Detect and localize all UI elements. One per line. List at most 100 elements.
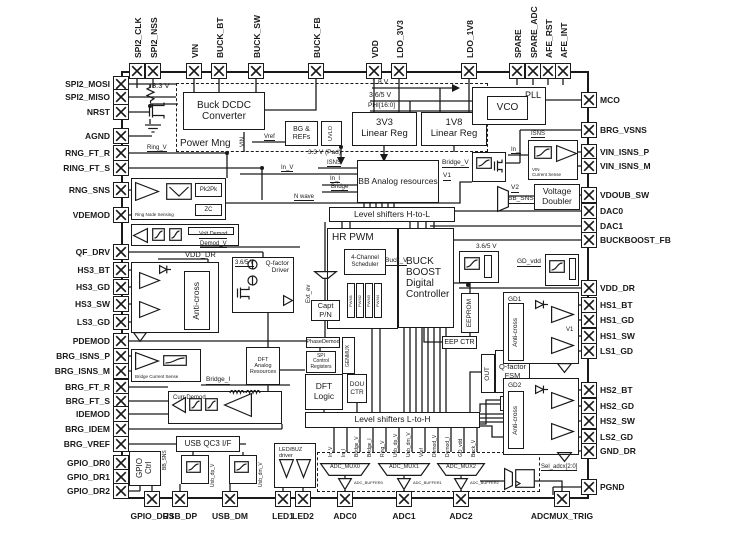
pad-label-LS2_GD: LS2_GD bbox=[600, 432, 634, 442]
pad-RNG_FT_R bbox=[113, 145, 129, 161]
pad-label-GPIO_DR2: GPIO_DR2 bbox=[67, 486, 110, 496]
pad-label-HS1_BT: HS1_BT bbox=[600, 300, 633, 310]
label-bus-demod-v: Demod_V bbox=[432, 434, 438, 457]
pad-DAC1 bbox=[581, 218, 597, 234]
pad-label-DAC1: DAC1 bbox=[600, 221, 624, 231]
pad-label-RING_FT_S: RING_FT_S bbox=[63, 163, 110, 173]
icon-led1-driver-icon bbox=[278, 459, 295, 480]
label-in-v-bb: In_V bbox=[281, 165, 294, 173]
pad-label-PDEMOD: PDEMOD bbox=[72, 336, 110, 346]
icon-gd-supply-buck-filter-icon bbox=[464, 257, 480, 270]
pad-label-BRG_VREF: BRG_VREF bbox=[63, 439, 110, 449]
pad-HS2_SW bbox=[581, 413, 597, 429]
pad-label-LED2: LED2 bbox=[292, 511, 314, 521]
block-uvlo: UVLO bbox=[321, 121, 342, 146]
pad-LDO_1V8 bbox=[461, 63, 477, 79]
label-rail-1v8: 1.8 V bbox=[372, 79, 389, 86]
label-bus-demod-i: Demod_I bbox=[445, 436, 451, 457]
pad-SPARE bbox=[509, 63, 525, 79]
icon-hs3-diode-icon bbox=[159, 264, 171, 275]
icon-gd1-ls-amp-icon bbox=[551, 336, 576, 355]
pad-label-VDEMOD: VDEMOD bbox=[72, 210, 110, 220]
block-level-shifters-h-to-l: Level shifters H-to-L bbox=[329, 207, 455, 222]
pad-LED2 bbox=[295, 491, 311, 507]
block-scheduler-4ch: 4-Channel Scheduler bbox=[344, 249, 386, 275]
block-gd1-anti-cross: Anti-cross bbox=[508, 303, 524, 361]
pad-label-VIN_ISNS_M: VIN_ISNS_M bbox=[600, 161, 651, 171]
label-v1-gd1: V1 bbox=[566, 327, 574, 333]
icon-adc-mux1-icon bbox=[377, 463, 431, 476]
pad-label-BUCK_SW: BUCK_SW bbox=[252, 15, 262, 58]
block-led-buz-driver: LED/BUZ driver bbox=[274, 443, 316, 488]
label-pad-3v3: 3.3 V (Pad) bbox=[308, 149, 341, 156]
label-volt-demod: Volt Demod bbox=[199, 231, 228, 239]
pad-VDEMOD bbox=[113, 207, 129, 223]
icon-sel-flipflop-icon bbox=[515, 469, 535, 488]
block-usb-qc3-if: USB QC3 I/F bbox=[176, 436, 240, 452]
block-gpio-ctrl: GPIO Ctrl bbox=[129, 451, 161, 486]
pad-RING_FT_S bbox=[113, 160, 129, 176]
pad-HS3_SW bbox=[113, 296, 129, 312]
label-n-wave: N wave bbox=[294, 194, 315, 202]
block-voltage-doubler: Voltage Doubler bbox=[534, 184, 580, 210]
pad-label-SPARE_ADC: SPARE_ADC bbox=[529, 6, 539, 58]
label-adc-mux1: ADC_MUX1 bbox=[389, 464, 419, 470]
icon-ring-amp-icon bbox=[135, 181, 161, 202]
label-bridge-i: Bridge_I bbox=[206, 376, 231, 385]
pad-BRG_FT_R bbox=[113, 379, 129, 395]
icon-hs3-gnd-icon bbox=[132, 332, 148, 343]
block-eep-ctr: EEP CTR bbox=[442, 336, 477, 349]
block-pwm2: PWM2 bbox=[356, 283, 364, 318]
pad-label-BRG_FT_S: BRG_FT_S bbox=[65, 396, 110, 406]
label-isns-vin: ISNS bbox=[531, 131, 546, 139]
block-buck-boost-digital-controller: BUCK BOOST Digital Controller bbox=[398, 228, 454, 328]
block-linear-reg-3v3: 3V3 Linear Reg bbox=[352, 112, 417, 146]
pad-label-VIN: VIN bbox=[190, 43, 200, 58]
pad-RNG_SNS bbox=[113, 182, 129, 198]
pad-label-BRG_IDEM: BRG_IDEM bbox=[65, 424, 110, 434]
label-bus-in-v: In_V bbox=[328, 446, 334, 457]
pad-label-SPI2_CLK: SPI2_CLK bbox=[133, 17, 143, 58]
icon-junction-dot4 bbox=[225, 151, 229, 155]
pad-SPI2_CLK bbox=[129, 63, 145, 79]
icon-adc-buffer2-icon bbox=[453, 478, 469, 491]
icon-gd2-diode-icon bbox=[535, 384, 548, 395]
icon-junction-dot3 bbox=[466, 283, 470, 287]
block-buck-dcdc-converter: Buck DCDC Converter bbox=[183, 92, 265, 130]
pad-BUCKBOOST_FB bbox=[581, 232, 597, 248]
block-spi-control-registers: SPI Control Registers bbox=[306, 351, 336, 373]
label-isns-bb: ISNS bbox=[327, 160, 342, 168]
pad-BUCK_SW bbox=[248, 63, 264, 79]
block-adc-mux-area bbox=[317, 452, 540, 492]
pad-label-ADC1: ADC1 bbox=[392, 511, 416, 521]
label-v33-nrst: 3.3 V bbox=[152, 81, 170, 90]
pad-label-PGND: PGND bbox=[600, 482, 625, 492]
arrow-reg-out-icon bbox=[380, 154, 388, 162]
label-vref-top: Vref bbox=[264, 134, 275, 142]
label-adc-mux0: ADC_MUX0 bbox=[330, 464, 360, 470]
icon-hs3-ls-amp-icon bbox=[139, 300, 162, 319]
pad-QF_DRV bbox=[113, 244, 129, 260]
block-usb-switch-dm bbox=[229, 455, 257, 484]
block-hs3-anti-cross: Anti-cross bbox=[184, 271, 210, 330]
pad-label-AFE_RST: AFE_RST bbox=[544, 19, 554, 58]
pad-BRG_VSNS bbox=[581, 122, 597, 138]
pad-USB_DM bbox=[222, 491, 238, 507]
pad-LS3_GD bbox=[113, 314, 129, 330]
pad-label-HS1_SW: HS1_SW bbox=[600, 331, 635, 341]
pad-VDOUB_SW bbox=[581, 187, 597, 203]
icon-resistor-icon bbox=[145, 85, 156, 103]
pad-label-RNG_FT_R: RNG_FT_R bbox=[65, 148, 110, 158]
pad-MCO bbox=[581, 92, 597, 108]
pad-USB_DP bbox=[172, 491, 188, 507]
label-adc-mux2: ADC_MUX2 bbox=[446, 464, 476, 470]
pad-PDEMOD bbox=[113, 333, 129, 349]
label-in-i-vin: In_I bbox=[511, 147, 522, 155]
label-in-i-bb: In_I bbox=[330, 176, 341, 184]
block-pk2pk: Pk2Pk bbox=[195, 183, 222, 197]
pad-label-SPARE: SPARE bbox=[513, 29, 523, 58]
pad-label-QF_DRV: QF_DRV bbox=[75, 247, 110, 257]
pad-label-LS1_GD: LS1_GD bbox=[600, 346, 634, 356]
block-pwm3: PWM3 bbox=[365, 283, 373, 318]
